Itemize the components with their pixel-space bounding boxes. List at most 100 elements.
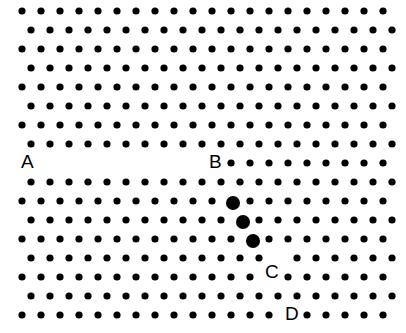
- atom-dot: [208, 121, 215, 128]
- atom-dot: [103, 26, 110, 33]
- atom-dot: [189, 121, 196, 128]
- atom-dot: [189, 273, 196, 280]
- atom-dot: [75, 311, 82, 318]
- atom-dot: [113, 121, 120, 128]
- atom-dot: [341, 83, 348, 90]
- atom-dot: [208, 7, 215, 14]
- atom-dot: [46, 178, 53, 185]
- atom-dot: [18, 121, 25, 128]
- atom-dot: [75, 45, 82, 52]
- atom-dot: [170, 45, 177, 52]
- atom-dot: [65, 26, 72, 33]
- atom-dot: [322, 235, 329, 242]
- atom-dot: [217, 178, 224, 185]
- atom-dot: [303, 235, 310, 242]
- atom-dot: [46, 102, 53, 109]
- atom-dot: [46, 26, 53, 33]
- atom-dot: [141, 140, 148, 147]
- atom-dot: [293, 102, 300, 109]
- point-label: C: [264, 262, 280, 282]
- atom-dot: [341, 7, 348, 14]
- atom-dot: [46, 64, 53, 71]
- atom-dot: [284, 121, 291, 128]
- atom-dot: [293, 26, 300, 33]
- atom-dot: [274, 292, 281, 299]
- atom-dot: [227, 45, 234, 52]
- atom-dot: [322, 311, 329, 318]
- atom-dot: [65, 140, 72, 147]
- dislocation-atom: [226, 196, 240, 210]
- atom-dot: [322, 83, 329, 90]
- atom-dot: [388, 216, 395, 223]
- atom-dot: [27, 178, 34, 185]
- atom-dot: [27, 216, 34, 223]
- atom-dot: [217, 102, 224, 109]
- atom-dot: [170, 311, 177, 318]
- atom-dot: [379, 121, 386, 128]
- atom-dot: [132, 235, 139, 242]
- atom-dot: [331, 102, 338, 109]
- atom-dot: [189, 197, 196, 204]
- atom-dot: [303, 121, 310, 128]
- atom-dot: [151, 83, 158, 90]
- atom-dot: [151, 273, 158, 280]
- atom-dot: [160, 26, 167, 33]
- atom-dot: [179, 178, 186, 185]
- atom-dot: [84, 216, 91, 223]
- atom-dot: [379, 235, 386, 242]
- atom-dot: [303, 159, 310, 166]
- atom-dot: [246, 121, 253, 128]
- atom-dot: [113, 197, 120, 204]
- atom-dot: [350, 216, 357, 223]
- atom-dot: [341, 197, 348, 204]
- atom-dot: [113, 235, 120, 242]
- atom-dot: [312, 140, 319, 147]
- atom-dot: [75, 273, 82, 280]
- atom-dot: [379, 273, 386, 280]
- atom-dot: [170, 83, 177, 90]
- atom-dot: [65, 254, 72, 261]
- atom-dot: [331, 64, 338, 71]
- atom-dot: [141, 64, 148, 71]
- atom-dot: [37, 311, 44, 318]
- atom-dot: [236, 64, 243, 71]
- atom-dot: [103, 64, 110, 71]
- atom-dot: [103, 216, 110, 223]
- atom-dot: [132, 273, 139, 280]
- atom-dot: [27, 102, 34, 109]
- point-label: A: [20, 152, 35, 172]
- atom-dot: [217, 140, 224, 147]
- atom-dot: [246, 197, 253, 204]
- atom-dot: [227, 83, 234, 90]
- atom-dot: [274, 26, 281, 33]
- atom-dot: [94, 311, 101, 318]
- atom-dot: [236, 102, 243, 109]
- atom-dot: [122, 140, 129, 147]
- atom-dot: [179, 292, 186, 299]
- atom-dot: [84, 254, 91, 261]
- atom-dot: [170, 7, 177, 14]
- atom-dot: [360, 273, 367, 280]
- atom-dot: [37, 197, 44, 204]
- atom-dot: [388, 178, 395, 185]
- atom-dot: [65, 178, 72, 185]
- atom-dot: [369, 64, 376, 71]
- atom-dot: [388, 64, 395, 71]
- atom-dot: [94, 235, 101, 242]
- atom-dot: [208, 273, 215, 280]
- atom-dot: [227, 235, 234, 242]
- atom-dot: [198, 178, 205, 185]
- atom-dot: [293, 216, 300, 223]
- atom-dot: [265, 45, 272, 52]
- atom-dot: [341, 311, 348, 318]
- atom-dot: [122, 178, 129, 185]
- atom-dot: [312, 216, 319, 223]
- atom-dot: [179, 26, 186, 33]
- atom-dot: [113, 7, 120, 14]
- atom-dot: [265, 7, 272, 14]
- atom-dot: [84, 178, 91, 185]
- atom-dot: [236, 178, 243, 185]
- atom-dot: [360, 7, 367, 14]
- atom-dot: [350, 254, 357, 261]
- atom-dot: [189, 311, 196, 318]
